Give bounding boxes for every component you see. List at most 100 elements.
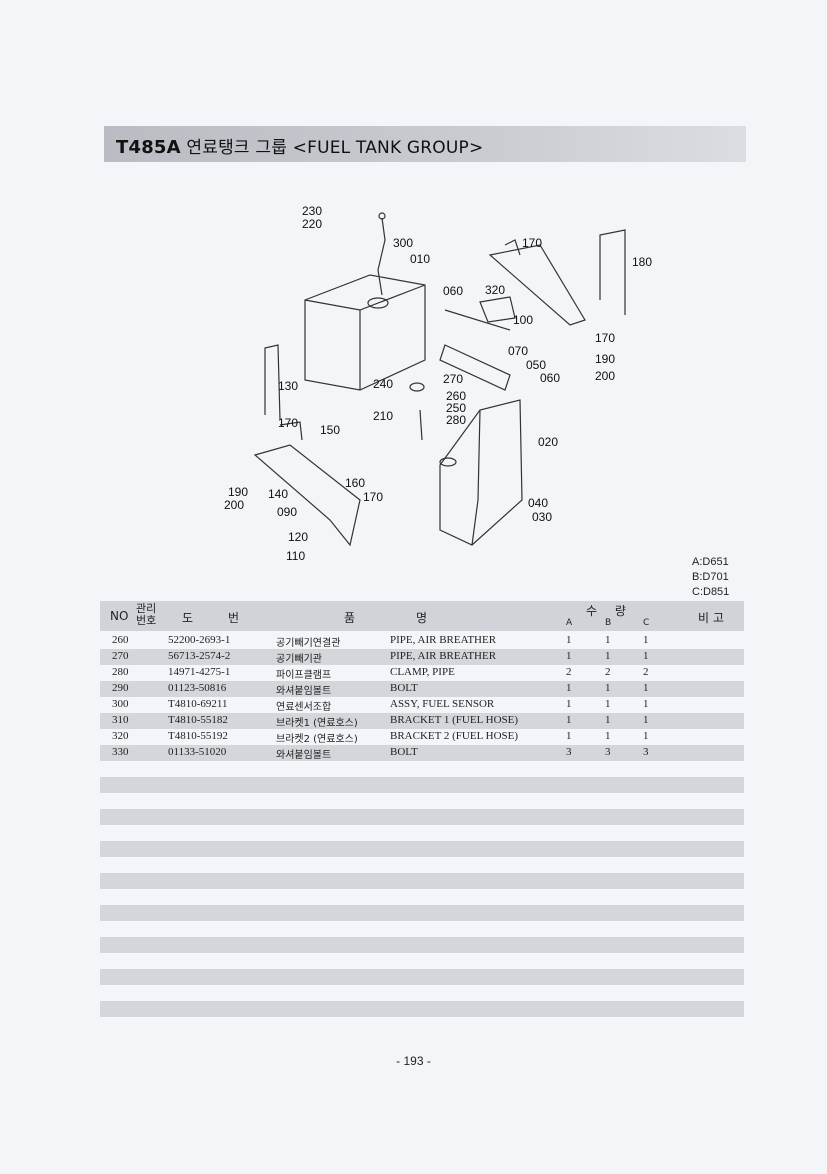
row-part-number: 14971-4275-1 (168, 666, 231, 678)
blank-row-band (100, 905, 744, 921)
table-row: 300 T4810-69211 연료센서조합 ASSY, FUEL SENSOR… (100, 697, 744, 713)
table-row: 330 01133-51020 와셔붙임볼트 BOLT 3 3 3 (100, 745, 744, 761)
callout-label: 170 (522, 236, 542, 250)
callout-label: 010 (410, 252, 430, 266)
row-part-number: T4810-55192 (168, 730, 228, 742)
legend-b: B:D701 (692, 571, 729, 583)
row-english-name: BOLT (390, 746, 418, 758)
header-drawing-2: 번 (228, 611, 240, 625)
row-qty-a: 1 (566, 730, 572, 742)
parts-table-body: 260 52200-2693-1 공기빼기연결관 PIPE, AIR BREAT… (100, 633, 744, 761)
callout-label: 260 (446, 389, 466, 403)
row-no: 300 (112, 698, 129, 710)
row-qty-c: 1 (643, 730, 649, 742)
table-row: 260 52200-2693-1 공기빼기연결관 PIPE, AIR BREAT… (100, 633, 744, 649)
row-qty-b: 1 (605, 730, 611, 742)
callout-label: 200 (595, 369, 615, 383)
callout-label: 270 (443, 372, 463, 386)
row-no: 320 (112, 730, 129, 742)
callout-label: 120 (288, 530, 308, 544)
callout-label: 040 (528, 496, 548, 510)
blank-row-band (100, 809, 744, 825)
blank-row-band (100, 841, 744, 857)
row-korean-name: 브라켓2 (연료호스) (276, 734, 358, 745)
group-title: 연료탱크 그룹 <FUEL TANK GROUP> (186, 138, 484, 158)
table-row: 310 T4810-55182 브라켓1 (연료호스) BRACKET 1 (F… (100, 713, 744, 729)
legend-c: C:D851 (692, 586, 730, 598)
row-qty-c: 2 (643, 666, 649, 678)
callout-label: 280 (446, 413, 466, 427)
row-english-name: CLAMP, PIPE (390, 666, 455, 678)
row-qty-a: 1 (566, 714, 572, 726)
row-qty-c: 1 (643, 682, 649, 694)
row-qty-c: 1 (643, 714, 649, 726)
callout-label: 100 (513, 313, 533, 327)
callout-label: 250 (446, 401, 466, 415)
row-qty-a: 1 (566, 682, 572, 694)
row-no: 310 (112, 714, 129, 726)
callout-label: 030 (532, 510, 552, 524)
callout-label: 320 (485, 283, 505, 297)
row-english-name: BOLT (390, 682, 418, 694)
row-part-number: 56713-2574-2 (168, 650, 231, 662)
header-a: A (566, 618, 573, 628)
callout-label: 060 (443, 284, 463, 298)
row-english-name: BRACKET 1 (FUEL HOSE) (390, 714, 519, 726)
row-qty-c: 1 (643, 650, 649, 662)
callout-label: 180 (632, 255, 652, 269)
model-legend: A:D651 B:D701 C:D851 (692, 555, 729, 600)
header-quantity: 수 량 (586, 604, 626, 618)
header-mgmt-no: 관리번호 (136, 602, 157, 627)
blank-row-band (100, 873, 744, 889)
callout-label: 190 (595, 352, 615, 366)
row-qty-b: 1 (605, 634, 611, 646)
table-row: 280 14971-4275-1 파이프클램프 CLAMP, PIPE 2 2 … (100, 665, 744, 681)
page-number: - 193 - (396, 1054, 431, 1068)
diagram-svg: 230 220 300 010 170 180 060 320 100 170 … (224, 204, 652, 563)
header-name-2: 명 (416, 611, 428, 625)
row-qty-c: 1 (643, 634, 649, 646)
callout-label: 160 (345, 476, 365, 490)
callout-label: 020 (538, 435, 558, 449)
exploded-parts-diagram: 230 220 300 010 170 180 060 320 100 170 … (210, 200, 670, 580)
page-title: T485A 연료탱크 그룹 <FUEL TANK GROUP> (116, 133, 483, 158)
callout-label: 060 (540, 371, 560, 385)
diagram-callouts: 230 220 300 010 170 180 060 320 100 170 … (224, 204, 652, 563)
callout-label: 170 (595, 331, 615, 345)
callout-label: 200 (224, 498, 244, 512)
row-korean-name: 와셔붙임볼트 (276, 686, 332, 697)
row-no: 330 (112, 746, 129, 758)
row-no: 290 (112, 682, 129, 694)
row-english-name: BRACKET 2 (FUEL HOSE) (390, 730, 519, 742)
row-qty-a: 1 (566, 698, 572, 710)
callout-label: 070 (508, 344, 528, 358)
callout-label: 110 (286, 549, 305, 563)
row-korean-name: 공기빼기연결관 (276, 638, 341, 649)
row-qty-a: 1 (566, 650, 572, 662)
header-remarks: 비 고 (698, 611, 724, 625)
row-part-number: T4810-55182 (168, 714, 228, 726)
blank-row-band (100, 937, 744, 953)
row-qty-c: 3 (643, 746, 649, 758)
callout-label: 150 (320, 423, 340, 437)
row-part-number: 01123-50816 (168, 682, 227, 694)
row-qty-b: 1 (605, 698, 611, 710)
callout-label: 300 (393, 236, 413, 250)
row-part-number: 01133-51020 (168, 746, 227, 758)
callout-label: 170 (278, 416, 298, 430)
header-no: NO (110, 609, 129, 623)
row-qty-b: 1 (605, 650, 611, 662)
row-english-name: PIPE, AIR BREATHER (390, 634, 497, 646)
row-korean-name: 와셔붙임볼트 (276, 750, 332, 761)
row-korean-name: 연료센서조합 (276, 702, 332, 713)
row-korean-name: 브라켓1 (연료호스) (276, 718, 358, 729)
row-part-number: T4810-69211 (168, 698, 228, 710)
header-c: C (643, 618, 650, 628)
row-part-number: 52200-2693-1 (168, 634, 231, 646)
blank-row-band (100, 969, 744, 985)
row-no: 260 (112, 634, 129, 646)
row-qty-a: 1 (566, 634, 572, 646)
blank-row-band (100, 1001, 744, 1017)
callout-label: 140 (268, 487, 288, 501)
parts-table-header: NO 관리번호 도 번 품 명 수 량 A B C 비 고 (100, 601, 744, 631)
